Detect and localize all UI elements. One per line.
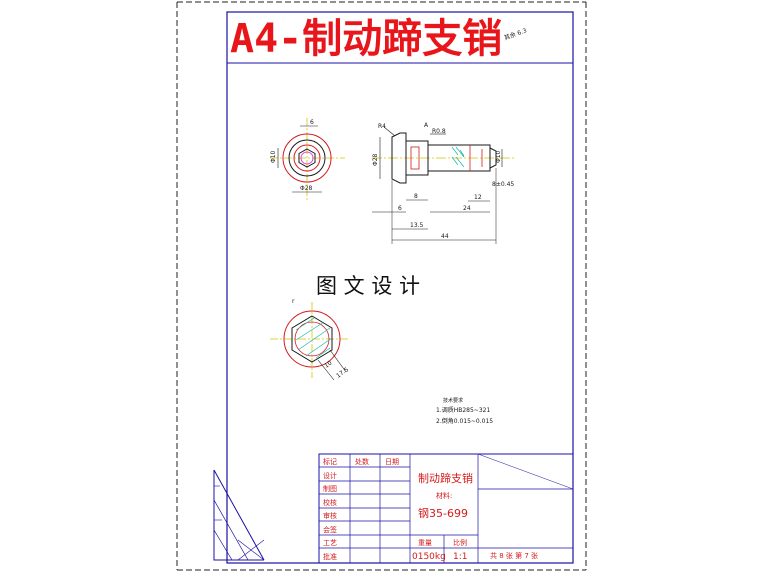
- end-view-circle-3: [293, 144, 321, 172]
- front-dim-8: 8: [414, 193, 418, 200]
- tech-notes-line-1: 1.调质HB285~321: [436, 406, 490, 414]
- front-dim-6: 6: [398, 205, 402, 212]
- front-dim-24: 24: [463, 205, 471, 212]
- tb-scale-label: 比例: [453, 538, 467, 547]
- tech-notes-heading: 技术要求: [443, 397, 463, 404]
- title-block-border: [318, 453, 574, 564]
- front-view-shaft: [427, 144, 491, 172]
- tb-row-design: 设计: [323, 471, 337, 480]
- front-dim-8-045: 8±0.45: [492, 181, 514, 188]
- tech-notes-line-2: 2.倒角0.015~0.015: [436, 417, 493, 425]
- watermark: 图 文 设 计: [316, 274, 420, 298]
- title-block: 标记 处数 日期 设计 制图 校核 审核 会签 工艺 批准 制动蹄支销 材料: …: [318, 453, 574, 564]
- front-view-groove: [410, 146, 420, 170]
- section-outer-circle: [283, 310, 341, 368]
- front-dim-135: 13.5: [410, 222, 424, 229]
- end-view-outer-circle: [282, 133, 332, 183]
- front-view: Φ28 R4 A R0.8 Φ10 8±0.45 12 24 6 8 13.5 …: [372, 122, 514, 244]
- roughness-note: 其余 6.3: [503, 26, 528, 42]
- tb-scale: 1:1: [453, 552, 467, 562]
- tb-row-process: 工艺: [323, 539, 337, 547]
- triangle-hyp: [213, 469, 265, 561]
- front-dim-phi10: Φ10: [495, 150, 502, 163]
- tb-material: 钢35-699: [418, 507, 468, 520]
- front-dim-r08: R0.8: [432, 128, 446, 135]
- section-dim-10: 10: [323, 359, 333, 369]
- section-dim-leader-2: [317, 359, 335, 381]
- tb-row-approve: 批准: [323, 552, 337, 561]
- triangle-x-2: [237, 539, 265, 561]
- tb-header-count: 处数: [355, 457, 369, 466]
- end-view-inner-circle: [300, 151, 314, 165]
- front-view-thread-end: [489, 147, 497, 169]
- front-dim-12: 12: [474, 194, 482, 201]
- section-view: 10 17.5 r: [270, 298, 350, 381]
- tb-row-countersign: 会签: [323, 525, 337, 534]
- tb-sheet-info: 共 8 张 第 7 张: [490, 551, 538, 560]
- front-view-head: [391, 132, 407, 184]
- tb-mass: 0150kg: [412, 552, 446, 562]
- tb-row-check: 校核: [323, 498, 337, 507]
- triangle-line-2: [213, 529, 233, 561]
- end-view: 6 Φ10 Φ28: [270, 118, 345, 200]
- section-dim-175: 17.5: [335, 366, 350, 380]
- section-hatch: [295, 317, 333, 359]
- banner-title: A4-制动蹄支销: [230, 16, 502, 62]
- end-view-dim-phi28: Φ28: [300, 185, 313, 192]
- front-dim-44: 44: [441, 233, 449, 240]
- section-inner-circle: [294, 321, 330, 357]
- section-hexagon: [291, 315, 333, 363]
- section-dim-leader-1: [329, 349, 347, 373]
- tb-row-review: 审核: [323, 511, 337, 520]
- tb-row-drawing: 制图: [323, 484, 337, 493]
- tb-part-name: 制动蹄支销: [418, 471, 473, 485]
- tb-header-mark: 标记: [323, 457, 337, 466]
- front-dim-r4: R4: [378, 123, 386, 130]
- section-label: r: [292, 298, 295, 305]
- edge-triangle-marks: [213, 469, 265, 561]
- end-view-hexagon: [298, 148, 316, 168]
- tb-mass-label: 重量: [418, 539, 432, 547]
- tb-diag: [477, 453, 574, 490]
- front-dim-phi28: Φ28: [372, 153, 379, 166]
- tb-material-label: 材料:: [436, 491, 452, 500]
- front-view-hatch: [451, 146, 465, 168]
- triangle-line-1: [213, 499, 249, 561]
- tb-header-date: 日期: [385, 458, 399, 466]
- end-view-dim-phi10: Φ10: [270, 150, 277, 163]
- front-dim-r4-leader: [383, 126, 396, 137]
- end-view-dim-6: 6: [310, 119, 314, 126]
- front-dim-a: A: [424, 122, 429, 129]
- end-view-circle-2: [288, 139, 326, 177]
